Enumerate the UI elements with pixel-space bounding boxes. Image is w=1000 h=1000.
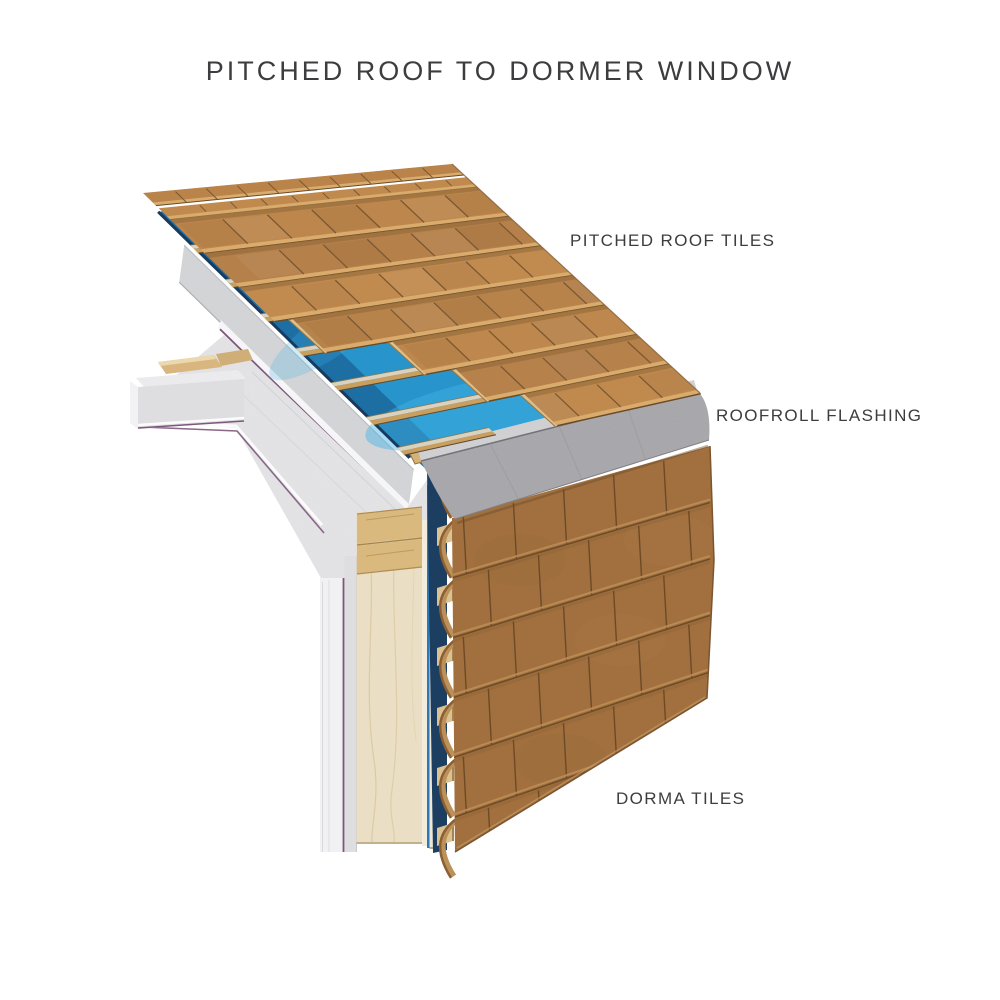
label-dorma-tiles: DORMA TILES: [616, 789, 746, 808]
label-pitched-roof-tiles: PITCHED ROOF TILES: [570, 231, 776, 250]
page-title: PITCHED ROOF TO DORMER WINDOW: [205, 56, 795, 86]
pitched-roof-tiles: [143, 163, 701, 427]
label-roofroll-flashing: ROOFROLL FLASHING: [716, 406, 923, 425]
roof-beams: [130, 349, 253, 429]
